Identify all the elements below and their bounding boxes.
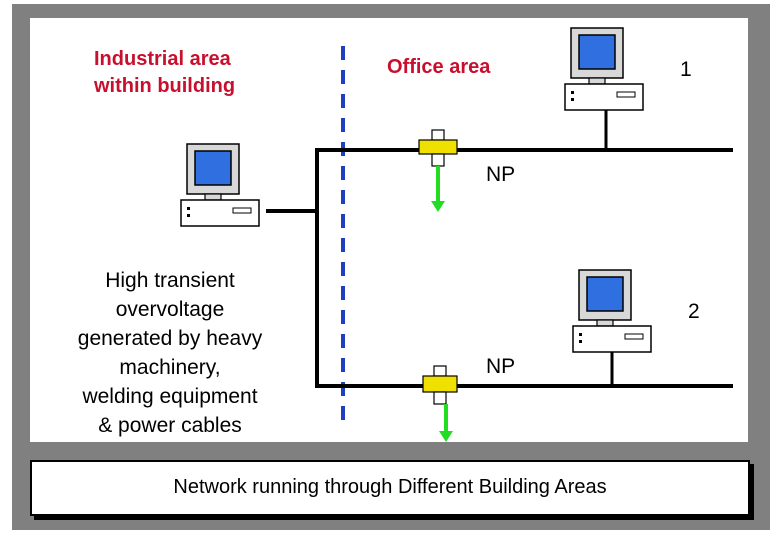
np-label-bottom: NP (486, 355, 516, 378)
industrial-area-line2: within building (94, 75, 236, 97)
transient-note-line: machinery, (119, 356, 221, 379)
computer-icon (564, 27, 644, 111)
transient-note-line: generated by heavy (77, 327, 263, 350)
transient-note-line: High transient (105, 269, 235, 292)
diagram-caption: Network running through Different Buildi… (173, 476, 607, 498)
surge-protector-icon (418, 129, 458, 167)
computer-number-2: 2 (688, 300, 700, 323)
caption-box: Network running through Different Buildi… (30, 460, 750, 516)
computer-icon (180, 143, 260, 227)
transient-note-line: & power cables (98, 414, 242, 437)
ground-arrow-icon (431, 166, 445, 212)
industrial-area-line1: Industrial area (94, 48, 231, 70)
transient-note-line: welding equipment (82, 385, 258, 408)
transient-note: High transient overvoltage generated by … (50, 266, 290, 440)
computer-icon (572, 269, 652, 353)
ground-arrow-icon (439, 404, 453, 442)
np-label-top: NP (486, 163, 516, 186)
office-area-label: Office area (387, 56, 491, 78)
computer-number-1: 1 (680, 58, 692, 81)
transient-note-line: overvoltage (115, 298, 225, 321)
industrial-area-label: Industrial area within building (94, 46, 235, 100)
surge-protector-icon (422, 365, 458, 405)
